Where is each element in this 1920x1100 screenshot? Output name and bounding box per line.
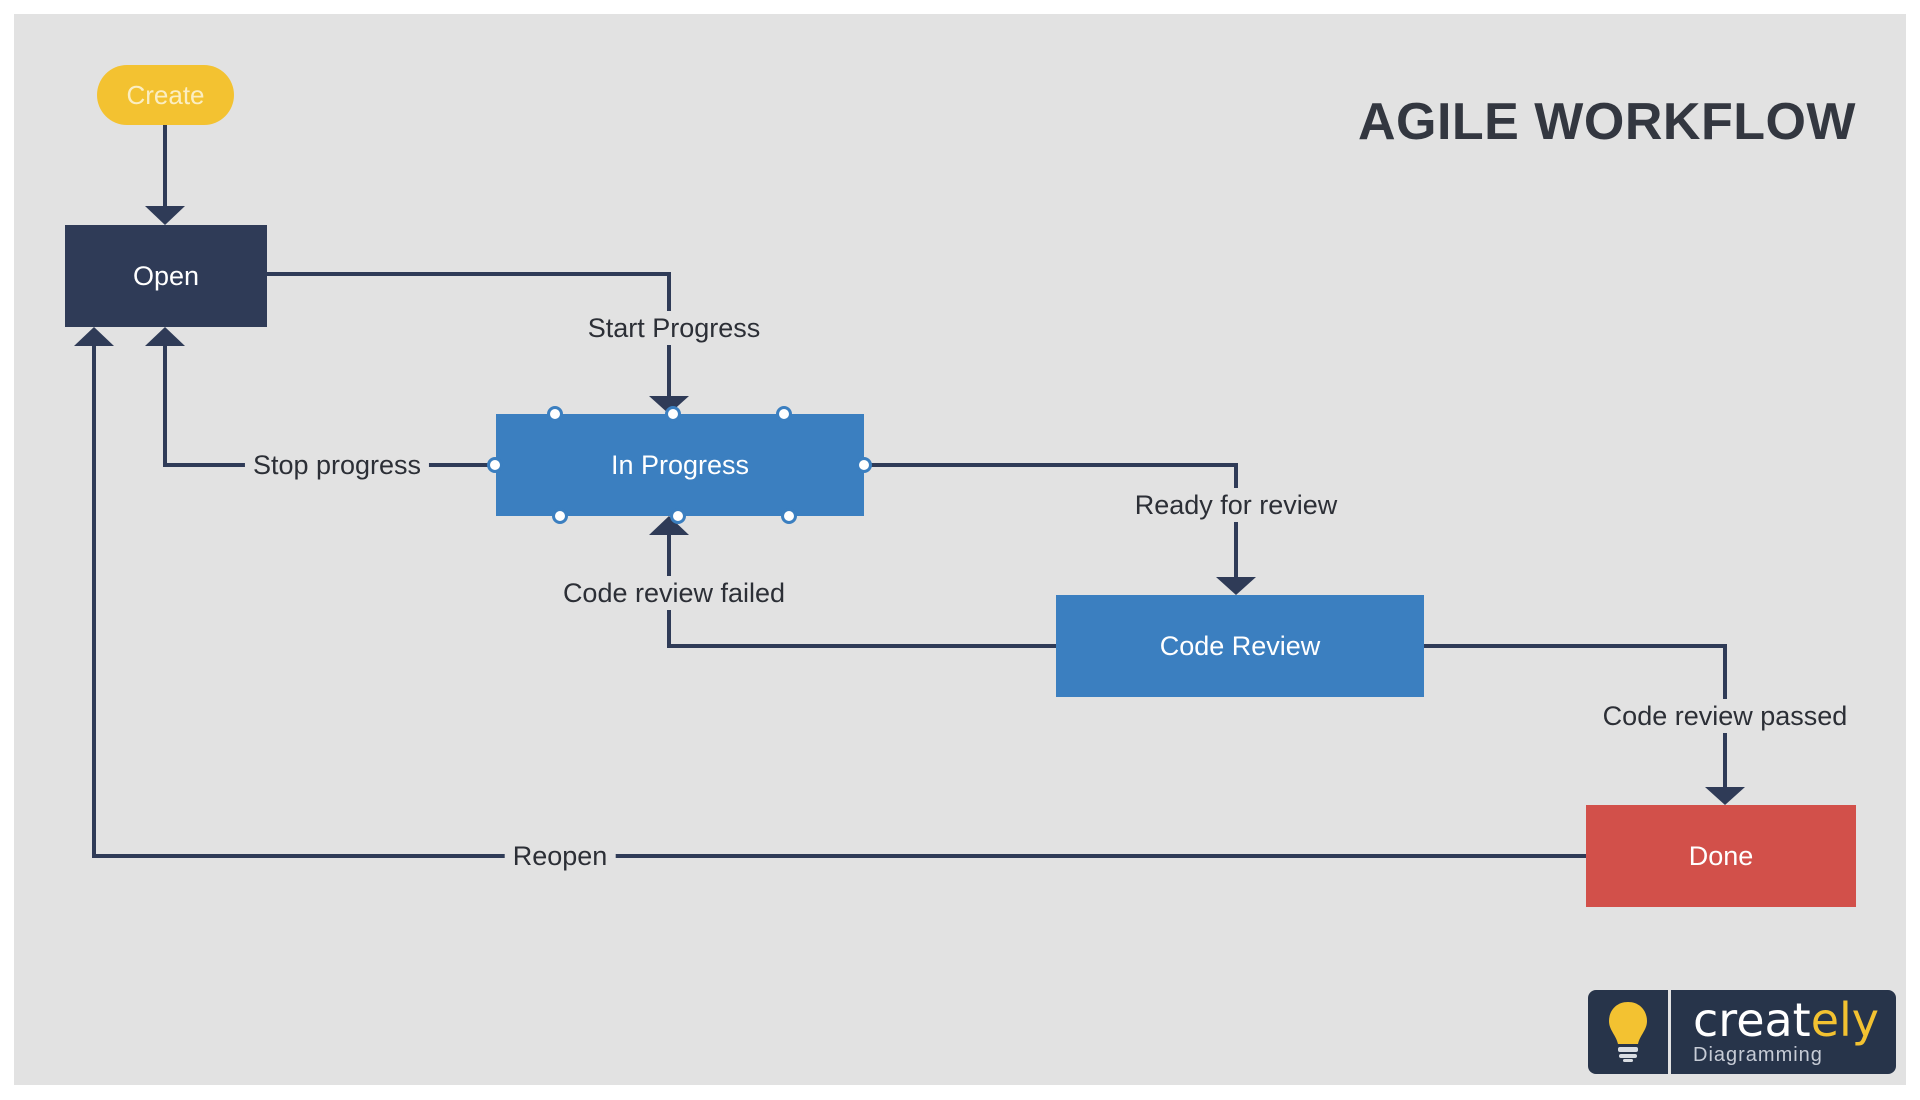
done-node-label: Done [1688,840,1754,871]
selection-handle-bottom-right[interactable] [781,508,797,524]
connector-layer [74,125,1745,858]
start-progress-arrowhead [649,396,689,414]
code-review-node[interactable]: Code Review [1056,595,1424,697]
lightbulb-icon-container [1588,990,1671,1074]
diagram-canvas: AGILE WORKFLOW Create Open In Progress C… [14,14,1906,1085]
create-node[interactable]: Create [97,65,234,125]
selection-handle-left[interactable] [487,457,503,473]
creately-logo[interactable]: creately Diagramming [1588,990,1896,1074]
selection-handle-right[interactable] [856,457,872,473]
done-node[interactable]: Done [1586,805,1856,907]
code-review-passed-arrowhead [1705,787,1745,805]
start-progress-label[interactable]: Start Progress [579,311,769,345]
open-node-label: Open [132,260,200,291]
logo-name-accent: ely [1810,992,1880,1047]
stop-progress-label[interactable]: Stop progress [244,448,430,482]
reopen-connector [92,346,1586,858]
lightbulb-icon [1609,1002,1647,1062]
create-to-open-arrowhead [145,206,185,225]
code-review-failed-arrowhead [649,516,689,535]
selection-handle-bottom-left[interactable] [552,508,568,524]
selection-handle-top-right[interactable] [776,406,792,422]
in-progress-node-label: In Progress [610,449,750,480]
code-review-failed-connector [667,535,1056,648]
logo-subtitle: Diagramming [1693,1043,1823,1066]
code-review-node-label: Code Review [1159,630,1321,661]
selection-handle-top-center[interactable] [665,406,681,422]
diagram-title: AGILE WORKFLOW [1357,93,1856,151]
open-node[interactable]: Open [65,225,267,327]
in-progress-node[interactable]: In Progress [496,414,864,516]
start-progress-connector [267,272,671,396]
selection-handle-top-left[interactable] [547,406,563,422]
code-review-passed-label[interactable]: Code review passed [1594,699,1856,733]
reopen-label[interactable]: Reopen [504,839,616,873]
code-review-passed-connector [1424,644,1727,787]
logo-name: creately [1693,997,1896,1043]
ready-for-review-connector [864,463,1238,577]
ready-for-review-label[interactable]: Ready for review [1126,488,1346,522]
logo-text: creately Diagramming [1671,990,1896,1074]
stop-progress-arrowhead [145,327,185,346]
code-review-failed-label[interactable]: Code review failed [554,576,794,610]
ready-for-review-arrowhead [1216,577,1256,595]
reopen-arrowhead [74,327,114,346]
create-node-label: Create [126,79,205,110]
logo-name-main: creat [1693,992,1811,1047]
selection-handle-bottom-center[interactable] [670,508,686,524]
